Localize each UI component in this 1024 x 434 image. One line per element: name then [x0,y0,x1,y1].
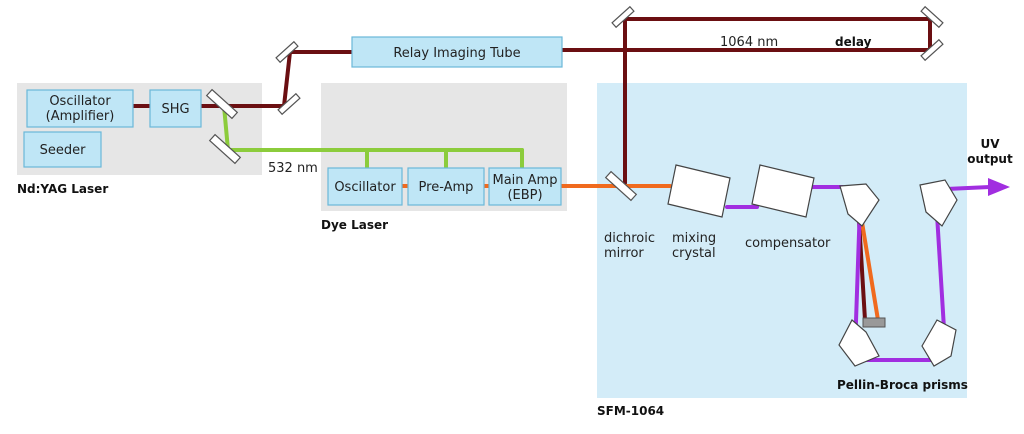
prism-3 [838,319,880,367]
sfm-1064-title: SFM-1064 [597,404,664,418]
seeder-label: Seeder [40,143,86,158]
oscillator-amplifier-label-1: Oscillator [49,94,111,109]
pellin-broca-label: Pellin-Broca prisms [837,378,968,392]
main-amp-label-2: (EBP) [507,188,542,203]
pre-amp-box [407,167,485,206]
oscillator-amplifier-box [26,89,134,128]
wavelength-1064-label: 1064 nm [720,35,778,50]
relay-imaging-tube-box [351,36,563,68]
sfm-region [597,83,967,398]
mirror-upper-periscope [275,40,299,64]
prism-2 [919,179,958,227]
dichroic-mirror [604,170,638,202]
dye-laser-title: Dye Laser [321,218,388,232]
relay-imaging-tube-label: Relay Imaging Tube [393,46,520,61]
mirror-shg [205,88,239,120]
pellin-broca-prisms [838,179,958,367]
uv-output-label-1: UV [980,137,1000,151]
prism-4 [921,319,957,367]
prism-1 [839,183,880,227]
beam-532 [222,104,524,170]
mirror-delay-top [920,5,944,29]
uv-output-label-2: output [967,152,1013,166]
oscillator-amplifier-label-2: (Amplifier) [46,109,115,124]
mixing-crystal [667,164,731,218]
compensator-label: compensator [745,236,831,251]
ndyag-laser-title: Nd:YAG Laser [17,182,108,196]
pre-amp-label: Pre-Amp [419,180,474,195]
mirror-lower-periscope [277,92,301,116]
beam-1064 [131,17,932,322]
delay-label: delay [835,35,872,49]
mixing-crystal-label-1: mixing [672,231,716,246]
main-amp-label-1: Main Amp [493,173,558,188]
mirror-delay-bottom [920,38,944,62]
uv-output-arrow [988,178,1010,196]
seeder-box [23,131,102,168]
mirrors [205,5,944,202]
wavelength-532-label: 532 nm [268,161,318,176]
beam-dump [862,317,886,328]
main-amp-box [488,167,562,206]
compensator-crystal [751,164,815,218]
dichroic-mirror-label-2: mirror [604,246,644,261]
shg-box [149,89,202,128]
mixing-crystal-label-2: crystal [672,246,716,261]
dye-oscillator-label: Oscillator [334,180,396,195]
dichroic-mirror-label-1: dichroic [604,231,655,246]
shg-label: SHG [161,102,189,117]
mirror-532-lower [208,133,242,165]
dye-oscillator-box [327,167,403,206]
mirror-top-left [611,5,635,29]
